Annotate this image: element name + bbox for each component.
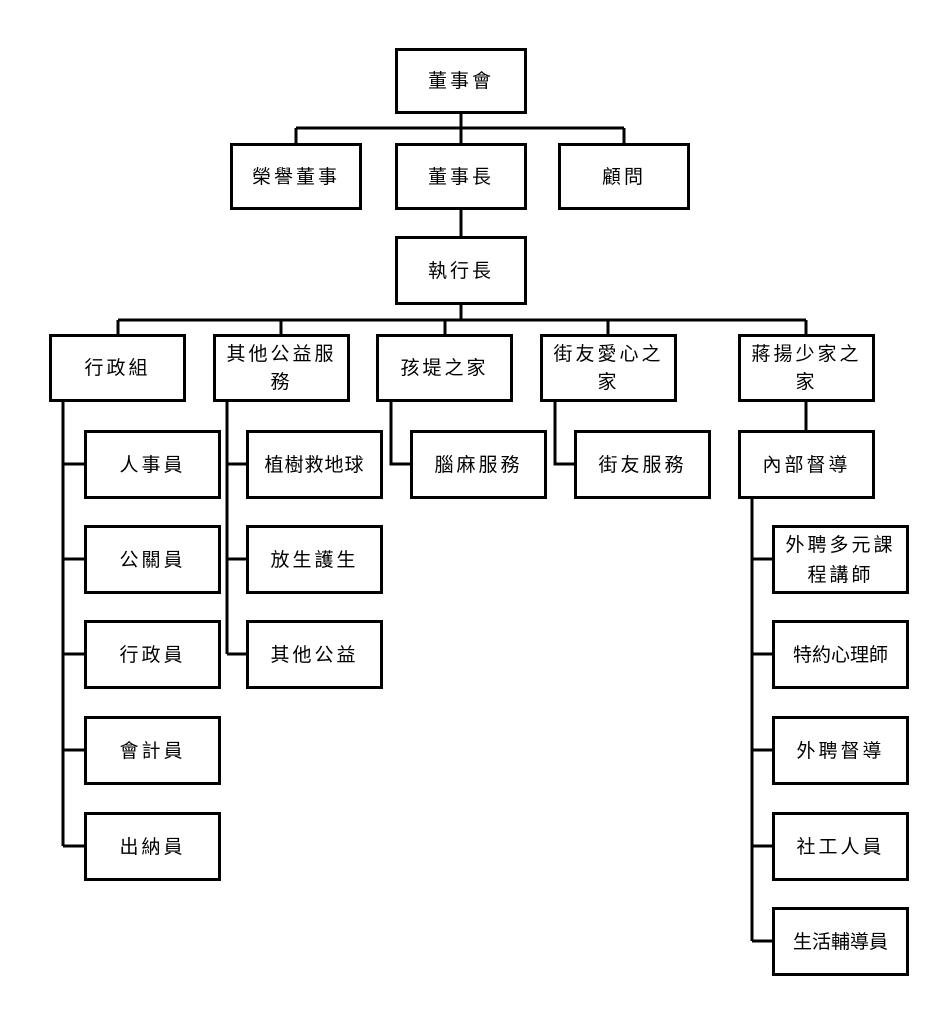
node-tree-planting: 植樹救地球: [246, 430, 383, 499]
node-advisor: 顧問: [558, 143, 690, 210]
node-youth-home: 蔣揚少家之家: [738, 334, 875, 402]
node-honorary-director: 榮譽董事: [230, 143, 362, 210]
node-chairman: 董事長: [395, 143, 527, 210]
node-homeless-service: 街友服務: [574, 430, 711, 499]
node-internal-supervision: 內部督導: [738, 430, 875, 499]
node-animal-release: 放生護生: [246, 525, 383, 594]
node-admin-staff: 行政員: [84, 620, 221, 689]
node-life-counselor: 生活輔導員: [772, 907, 909, 976]
node-pr-staff: 公關員: [84, 525, 221, 594]
node-external-lecturer: 外聘多元課程講師: [772, 525, 909, 594]
node-psychologist: 特約心理師: [772, 620, 909, 689]
node-cashier: 出納員: [84, 812, 221, 881]
node-accountant: 會計員: [84, 716, 221, 785]
node-cerebral-palsy-service: 腦麻服務: [410, 430, 547, 499]
node-other-charity: 其他公益: [246, 620, 383, 689]
node-external-supervisor: 外聘督導: [772, 716, 909, 785]
node-board: 董事會: [395, 48, 527, 114]
node-social-worker: 社工人員: [772, 812, 909, 881]
node-other-public-service: 其他公益服務: [213, 334, 350, 402]
node-children-home: 孩堤之家: [376, 334, 513, 402]
node-ceo: 執行長: [395, 236, 527, 305]
node-homeless-home: 街友愛心之家: [540, 334, 677, 402]
node-hr-staff: 人事員: [84, 430, 221, 499]
node-admin-group: 行政組: [49, 334, 186, 402]
